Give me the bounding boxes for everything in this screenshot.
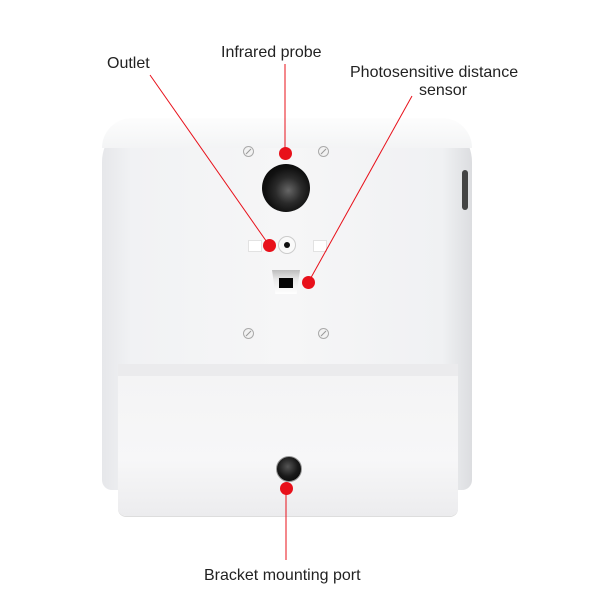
screw-icon [318,146,329,157]
infrared-probe-marker [279,147,292,160]
photosensitive-sensor-window [279,278,293,288]
label-outlet: Outlet [107,55,150,72]
infrared-probe-lens [262,164,310,212]
device-side-strip [462,170,468,210]
outlet-marker [263,239,276,252]
outlet-nozzle [278,236,296,254]
mount-tab-left [248,240,262,252]
label-photosensitive-line2: sensor [419,82,468,99]
device-top-highlight [102,118,472,148]
label-infrared-probe: Infrared probe [221,44,322,61]
mount-tab-right [313,240,327,252]
bracket-port-marker [280,482,293,495]
label-photosensitive-line1: Photosensitive distance [350,64,519,81]
photosensitive-sensor-marker [302,276,315,289]
screw-icon [243,328,254,339]
screw-icon [318,328,329,339]
bracket-mounting-port [276,456,302,482]
screw-icon [243,146,254,157]
label-bracket-mounting-port: Bracket mounting port [204,567,361,584]
tray-rim [118,364,458,378]
